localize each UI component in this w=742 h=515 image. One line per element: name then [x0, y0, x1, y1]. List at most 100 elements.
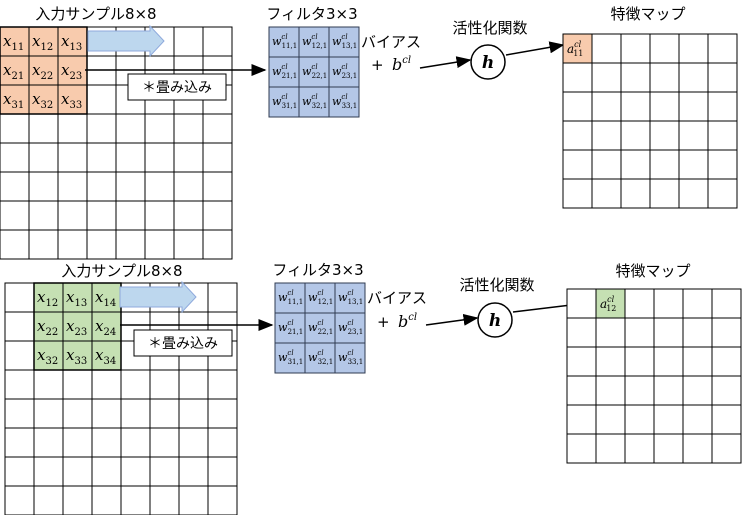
feature-cell: [678, 178, 709, 209]
feature-cell: [566, 375, 597, 406]
input-cell: [173, 200, 204, 231]
input-cell: [207, 398, 238, 429]
feature-cell: [562, 62, 593, 93]
input-cell: [33, 311, 64, 342]
input-cell: [202, 26, 233, 57]
input-cell: [57, 142, 88, 173]
input-cell-label: x23: [61, 61, 82, 82]
feature-cell: [620, 33, 651, 64]
feature-cell: [591, 178, 622, 209]
input-cell: [202, 142, 233, 173]
input-title: 入力サンプル8×8: [35, 5, 156, 23]
feature-cell: [566, 346, 597, 377]
activation-symbol: h: [489, 311, 501, 331]
feature-cell: [591, 120, 622, 151]
feature-cell: [653, 404, 684, 435]
input-cell: [33, 427, 64, 458]
feature-cell: [682, 317, 713, 348]
input-cell-label: x14: [95, 288, 116, 309]
to-activation-arrow-icon: [419, 56, 472, 69]
input-cell: [115, 142, 146, 173]
feature-cell: [595, 404, 626, 435]
feature-cell: [653, 317, 684, 348]
feature-cell: [620, 62, 651, 93]
input-cell: [178, 398, 209, 429]
input-cell: [149, 456, 180, 487]
input-cell-label: x34: [95, 346, 116, 367]
input-cell: [62, 398, 93, 429]
input-cell: [57, 200, 88, 231]
filter-cell: [298, 56, 330, 88]
feature-cell: [653, 288, 684, 319]
input-cell: [173, 26, 204, 57]
feature-cell: [678, 33, 709, 64]
feature-cell: [653, 433, 684, 464]
input-cell: [144, 171, 175, 202]
input-cell: [28, 171, 59, 202]
feature-cell: [591, 91, 622, 122]
input-cell: [4, 456, 35, 487]
input-title: 入力サンプル8×8: [61, 262, 182, 280]
feature-cell: [624, 346, 655, 377]
feature-cell: [711, 404, 742, 435]
input-cell: [115, 171, 146, 202]
feature-cell: [678, 91, 709, 122]
feature-cell: [624, 404, 655, 435]
feature-cell: [566, 288, 597, 319]
feature-cell: [707, 178, 738, 209]
input-cell: [62, 485, 93, 515]
bias-symbol: bcl: [392, 55, 411, 74]
input-cell: [33, 340, 64, 371]
feature-cell: [711, 433, 742, 464]
input-cell: [28, 26, 59, 57]
input-cell: [0, 171, 30, 202]
input-cell: [115, 229, 146, 260]
input-cell: [120, 369, 151, 400]
input-cell: [149, 427, 180, 458]
conv-label-box: [133, 329, 233, 357]
input-cell: [149, 485, 180, 515]
feature-title: 特徴マップ: [615, 262, 690, 280]
input-cell: [4, 311, 35, 342]
feature-cell: [711, 346, 742, 377]
input-cell: [207, 282, 238, 313]
bias-symbol: bcl: [398, 312, 417, 331]
input-cell: [28, 142, 59, 173]
feature-cell: [566, 404, 597, 435]
activation-node: [470, 44, 506, 80]
input-cell: [86, 142, 117, 173]
input-cell: [115, 113, 146, 144]
input-cell: [86, 84, 117, 115]
input-cell: [86, 171, 117, 202]
filter-cell: [334, 282, 366, 314]
input-cell: [0, 142, 30, 173]
feature-cell: [653, 346, 684, 377]
input-cell: [0, 229, 30, 260]
input-cell-label: x33: [66, 346, 87, 367]
input-cell: [33, 456, 64, 487]
conv-label: ＊畳み込み: [148, 336, 218, 352]
feature-cell: [562, 149, 593, 180]
feature-cell: [624, 433, 655, 464]
input-cell: [120, 485, 151, 515]
input-cell-label: x22: [37, 317, 58, 338]
feature-cell: [591, 149, 622, 180]
feature-cell: [678, 62, 709, 93]
bias-label: バイアス: [361, 33, 421, 51]
feature-cell: [682, 404, 713, 435]
bias-label: バイアス: [367, 289, 427, 307]
filter-cell: [268, 26, 300, 58]
